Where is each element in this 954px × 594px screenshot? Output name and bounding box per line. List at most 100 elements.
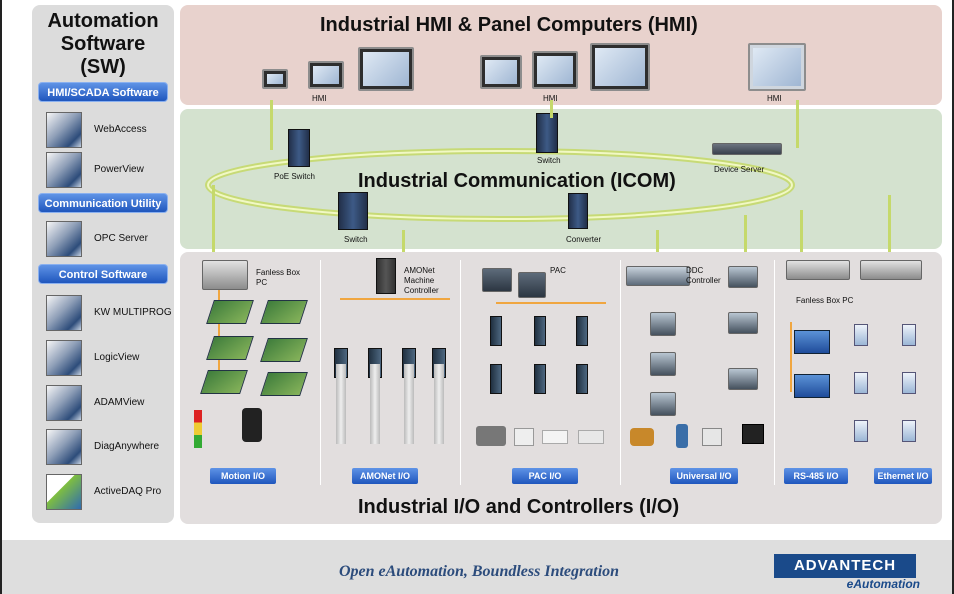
icom-title: Industrial Communication (ICOM) [358,170,676,192]
section-divider [774,260,775,485]
hmi-title: Industrial HMI & Panel Computers (HMI) [320,14,698,36]
kw-multiprog-thumbnail-icon [46,295,82,331]
sidebar-title-line2: Software [60,33,146,55]
powerview-thumbnail-icon [46,152,82,188]
hmi-label: HMI [312,94,327,103]
adam-module-icon [854,324,868,346]
motion-card-icon [260,300,308,324]
adam-module-icon [854,372,868,394]
activedaq-thumbnail-icon [46,474,82,510]
software-item-adamview: ADAMView [46,385,170,425]
linear-stage-icon [336,364,346,444]
software-sidebar: Automation Software (SW) HMI/SCADA Softw… [32,5,174,523]
software-item-label: PowerView [94,164,144,175]
fanless-box-pc-icon [786,260,850,280]
software-item-label: ActiveDAQ Pro [94,486,162,497]
link-line [550,100,553,118]
ddc-controller-label: DDC Controller [686,266,721,285]
software-item-label: OPC Server [94,233,148,244]
software-item-webaccess: WebAccess [46,112,170,152]
link-line [796,100,799,148]
linear-stage-icon [434,364,444,444]
adam-module-icon [902,324,916,346]
software-item-label: DiagAnywhere [94,441,160,452]
software-item-label: LogicView [94,352,140,363]
tag-amonet-io: AMONet I/O [352,468,418,484]
linear-stage-icon [370,364,380,444]
panel-pc-medium-icon [308,61,344,89]
amonet-controller-label: AMONet Machine Controller [404,266,439,295]
fanless-box-pc-label: Fanless Box PC [796,296,854,305]
hmi-label: HMI [543,94,558,103]
fanless-box-pc-icon [860,260,922,280]
tag-motion-io: Motion I/O [210,468,276,484]
section-divider [620,260,621,485]
section-header-control: Control Software [38,264,168,284]
pac-label: PAC [550,266,566,275]
motion-card-icon [206,300,254,324]
io-band: Fanless Box PC Motion I/O AMONet Machine… [180,252,942,524]
transmitter-icon [702,428,722,446]
webaccess-thumbnail-icon [46,112,82,148]
universal-module-icon [728,266,758,288]
hmi-band: Industrial HMI & Panel Computers (HMI) H… [180,5,942,105]
pac-module-icon [490,364,502,394]
pac-module-icon [576,364,588,394]
poe-switch-label: PoE Switch [274,172,315,181]
motion-card-icon [260,338,308,362]
tag-rs485-io: RS-485 I/O [784,468,848,484]
touch-panel-large-icon [590,43,650,91]
device-server-label: Device Server [714,165,765,174]
universal-module-icon [650,352,676,376]
software-item-label: KW MULTIPROG [94,307,172,318]
section-divider [460,260,461,485]
footer: Open eAutomation, Boundless Integration … [2,540,952,594]
meter-icon [742,424,764,444]
link-line [270,100,273,150]
icom-band: PoE Switch Switch Device Server Industri… [180,109,942,249]
software-item-logicview: LogicView [46,340,170,380]
switch-top-icon [536,113,558,153]
switch-top-label: Switch [537,156,561,165]
pac-module-icon [534,364,546,394]
section-divider [320,260,321,485]
software-item-kw-multiprog: KW MULTIPROG [46,295,172,335]
converter-label: Converter [566,235,602,244]
valve-icon [476,426,506,446]
section-header-communication: Communication Utility [38,193,168,213]
software-item-diaganywhere: DiagAnywhere [46,429,170,469]
universal-module-icon [650,312,676,336]
adam-module-icon [902,372,916,394]
universal-module-icon [728,368,758,390]
valve-icon [630,428,654,446]
panel-pc-large-icon [358,47,414,91]
hmi-label: HMI [767,94,782,103]
link-line [744,215,747,260]
fanless-box-pc-icon [202,260,248,290]
device-icon [578,430,604,444]
sensor-icon [676,424,688,448]
diaganywhere-thumbnail-icon [46,429,82,465]
signal-tower-icon [194,410,202,448]
industrial-monitor-icon [748,43,806,91]
opc-server-thumbnail-icon [46,221,82,257]
pac-module-icon [534,316,546,346]
software-item-activedaq-pro: ActiveDAQ Pro [46,474,170,514]
rs485-module-icon [794,374,830,398]
servo-motor-icon [242,408,262,442]
link-line [800,210,803,260]
touch-panel-icon [532,51,578,89]
link-line [888,195,891,260]
panel-pc-small-icon [262,69,288,89]
logo-subtitle: eAutomation [846,577,920,591]
software-item-label: ADAMView [94,397,145,408]
touch-panel-icon [480,55,522,89]
io-title: Industrial I/O and Controllers (I/O) [358,496,680,518]
sidebar-title-line3: (SW) [80,56,126,78]
tagline: Open eAutomation, Boundless Integration [338,563,620,580]
tag-universal-io: Universal I/O [670,468,738,484]
meter-icon [542,430,568,444]
motion-card-icon [200,370,248,394]
pac-module-icon [490,316,502,346]
